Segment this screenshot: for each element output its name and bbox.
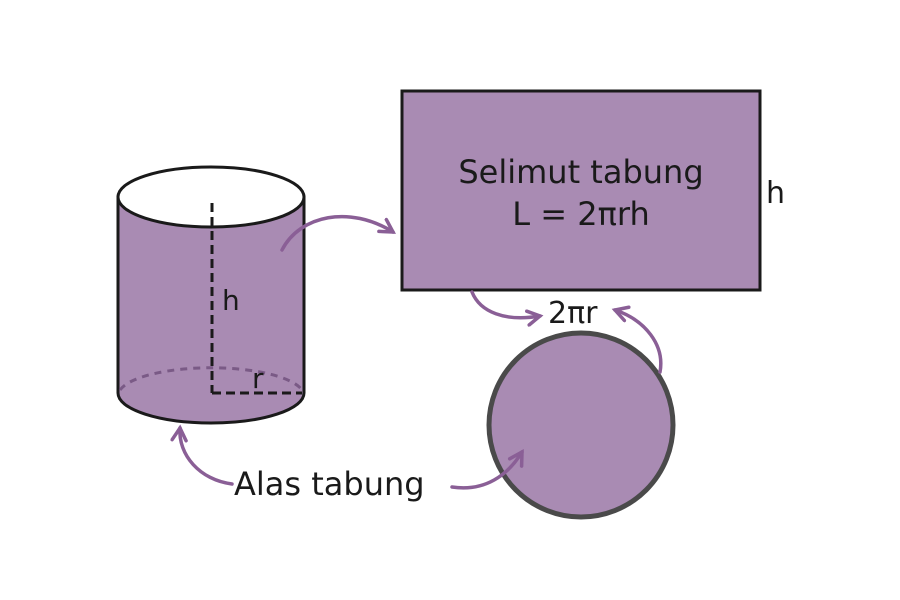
lateral-surface: Selimut tabung L = 2πrh h 2πr <box>400 89 785 331</box>
base-label: Alas tabung <box>234 465 425 503</box>
base-back-edge <box>118 366 304 391</box>
lateral-width-label: 2πr <box>548 296 598 331</box>
arrow-to-width <box>470 290 544 327</box>
lateral-height-label: h <box>766 176 785 211</box>
lateral-title: Selimut tabung <box>458 153 703 191</box>
arrow-to-lateral <box>280 214 396 252</box>
arrow-circle-to-width <box>611 305 663 374</box>
cylinder-height-label: h <box>222 284 240 317</box>
lateral-formula: L = 2πrh <box>512 195 649 233</box>
cylinder-radius-label: r <box>252 362 264 395</box>
arrow-to-circle <box>450 448 524 490</box>
arrows <box>170 214 663 490</box>
base-circle <box>486 330 676 520</box>
cylinder: h r <box>116 165 306 425</box>
arrow-to-cylinder-base <box>170 424 234 486</box>
